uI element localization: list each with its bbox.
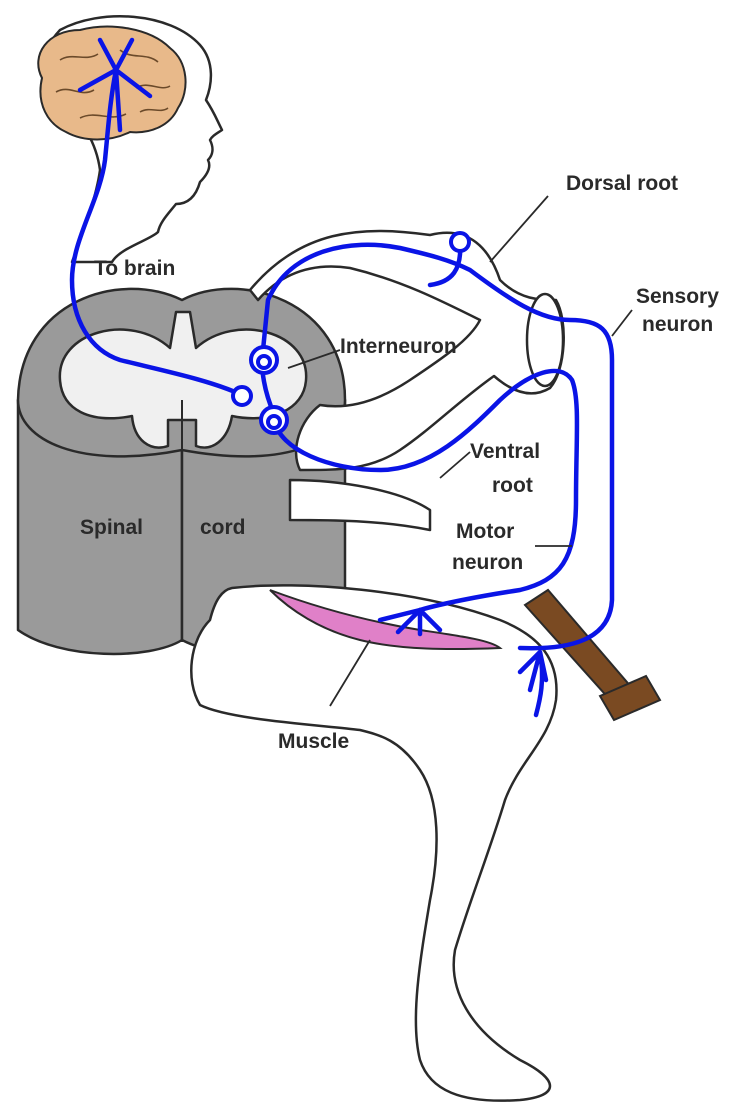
label-spinal: Spinal [80, 516, 143, 540]
interneuron-cell-inner [258, 356, 270, 368]
label-neuron-sensory: neuron [642, 313, 713, 337]
leg-outline [191, 585, 556, 1100]
label-neuron-motor: neuron [452, 551, 523, 575]
label-sensory: Sensory [636, 285, 719, 309]
ascending-cell [233, 387, 251, 405]
label-motor: Motor [456, 520, 514, 544]
label-to-brain: To brain [94, 257, 175, 281]
label-root: root [492, 474, 533, 498]
label-muscle: Muscle [278, 730, 349, 754]
label-cord: cord [200, 516, 246, 540]
dorsal-ganglion-cell [451, 233, 469, 251]
label-dorsal-root: Dorsal root [566, 172, 678, 196]
label-ventral: Ventral [470, 440, 540, 464]
motor-cell-inner [268, 416, 280, 428]
label-interneuron: Interneuron [340, 335, 457, 359]
